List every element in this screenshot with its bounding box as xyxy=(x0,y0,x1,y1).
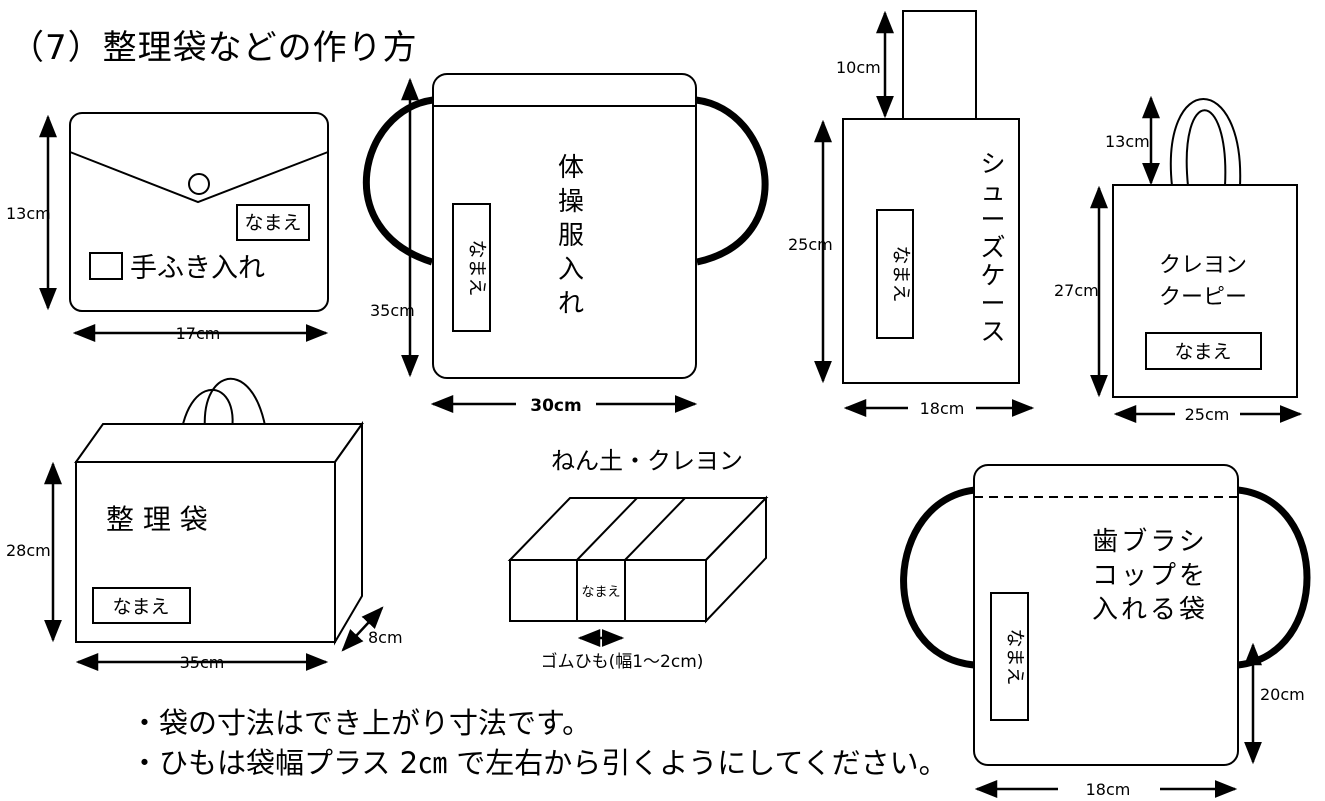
toothbrush-label: 歯ブラシ xyxy=(1092,527,1207,557)
clay-crayon-title: ねん土・クレヨン xyxy=(551,447,743,475)
seiri-width: 35cm xyxy=(180,653,225,672)
toothbrush-width: 18cm xyxy=(1086,780,1131,799)
taisofuku-width: 30cm xyxy=(530,396,581,416)
shoes-char: ー xyxy=(980,205,1005,234)
name-tag xyxy=(92,587,191,624)
depth-arrow xyxy=(341,606,384,652)
name-tag xyxy=(876,209,914,339)
name-tag xyxy=(236,204,310,241)
name-tag xyxy=(452,203,491,332)
taisofuku-char: 服 xyxy=(558,221,584,251)
crayon-bag-width: 25cm xyxy=(1185,405,1230,424)
toothbrush-label: 入れる袋 xyxy=(1092,595,1208,625)
crayon-bag-handle: 13cm xyxy=(1105,132,1150,151)
name-tag xyxy=(1145,332,1262,370)
name-tag-text: なまえ xyxy=(466,239,488,296)
name-tag-text: なまえ xyxy=(581,585,620,600)
taisofuku-char: 操 xyxy=(558,187,584,217)
shoes-height: 25cm xyxy=(788,235,833,254)
taisofuku-height: 35cm xyxy=(370,301,415,320)
tenugui-label: 手ふき入れ xyxy=(130,253,265,284)
note-finished-size: ・袋の寸法はでき上がり寸法です。 xyxy=(130,706,592,740)
crayon-bag-label: クレヨン xyxy=(1159,253,1247,278)
name-tag-text: なまえ xyxy=(112,596,169,618)
shoes-char: ス xyxy=(980,317,1005,346)
taisofuku-char: 体 xyxy=(558,153,584,183)
name-tag-text: なまえ xyxy=(244,212,301,234)
clay-crayon-box xyxy=(507,495,769,647)
shoes-char: ケ xyxy=(980,261,1005,290)
shoes-char: シ xyxy=(980,149,1005,178)
shoes-char: ー xyxy=(980,289,1005,318)
name-tag-text: なまえ xyxy=(890,245,912,302)
tenugui-pouch xyxy=(39,112,329,342)
taisofuku-char: れ xyxy=(558,289,584,319)
checkbox-icon xyxy=(89,252,123,280)
toothbrush-label: コップを xyxy=(1092,561,1208,591)
shoes-char: ズ xyxy=(980,233,1005,262)
taisofuku-bag xyxy=(362,73,769,413)
shoes-char: ュ xyxy=(980,177,1005,206)
rubber-band-label: ゴムひも(幅1〜2cm) xyxy=(541,651,704,672)
page-title: （7）整理袋などの作り方 xyxy=(10,28,418,68)
shoes-width: 18cm xyxy=(920,399,965,418)
crayon-bag-height: 27cm xyxy=(1054,281,1099,300)
tenugui-width: 17cm xyxy=(176,324,221,343)
crayon-bag xyxy=(1090,95,1303,423)
shoes-handle: 10cm xyxy=(836,58,881,77)
note-string-length: ・ひもは袋幅プラス 2㎝ で左右から引くようにしてください。 xyxy=(130,746,948,780)
seiri-depth: 8cm xyxy=(368,628,403,647)
name-tag xyxy=(990,592,1029,721)
toothbrush-height: 20cm xyxy=(1260,685,1305,704)
seiri-height: 28cm xyxy=(6,541,51,560)
seiri-bag xyxy=(44,377,384,671)
shoe-case xyxy=(814,10,1035,417)
tenugui-height: 13cm xyxy=(6,204,51,223)
name-tag-text: なまえ xyxy=(1174,341,1231,363)
name-tag-text: なまえ xyxy=(1004,628,1026,685)
crayon-bag-label: クーピー xyxy=(1159,285,1247,310)
seiri-label: 整 理 袋 xyxy=(106,503,208,536)
taisofuku-char: 入 xyxy=(558,255,584,285)
toothbrush-bag xyxy=(900,464,1311,798)
